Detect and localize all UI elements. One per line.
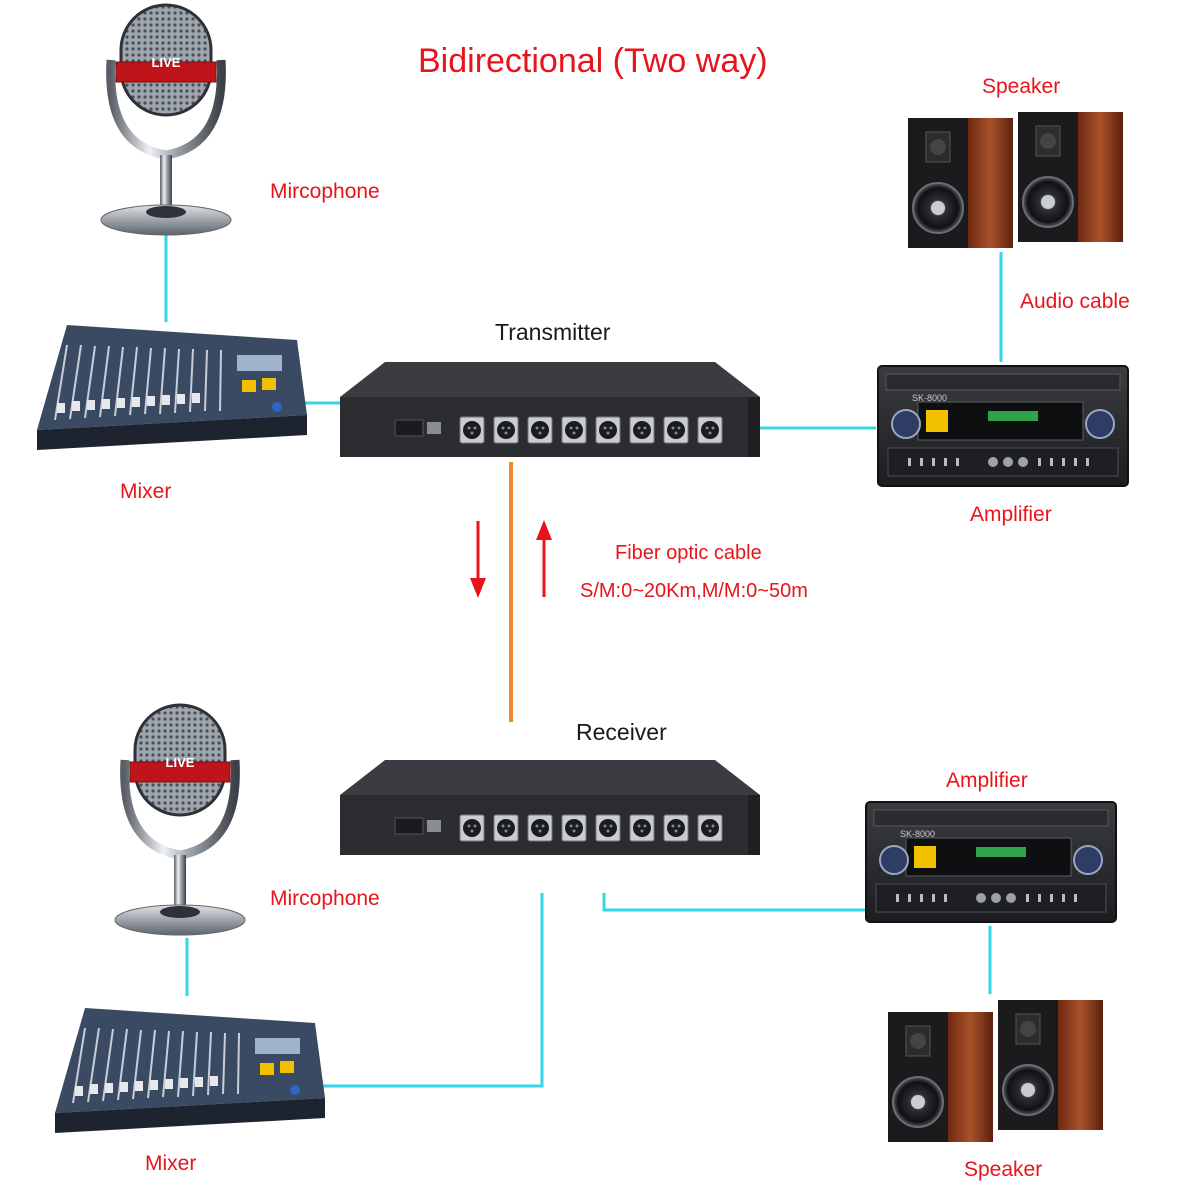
mixer-icon [54,1007,326,1134]
amplifier-icon [877,365,1129,487]
speaker-icon [907,117,1014,249]
transmitter-icon [340,362,760,457]
amplifier-icon [865,801,1117,923]
page-title: Bidirectional (Two way) [418,42,768,80]
label-fiber-distance: S/M:0~20Km,M/M:0~50m [580,580,808,602]
label-mixer-top: Mixer [120,480,172,503]
label-mixer-bottom: Mixer [145,1152,197,1175]
label-speaker-top: Speaker [982,75,1061,98]
mic-badge-bottom: LIVE [166,755,195,770]
speaker-icon [887,1011,994,1143]
label-receiver: Receiver [576,719,667,745]
label-fiber-cable: Fiber optic cable [615,542,762,564]
mixer-icon [36,324,308,451]
label-microphone-bottom: Mircophone [270,887,380,910]
up-arrow-icon [536,520,552,597]
receiver-icon [340,760,760,855]
mic-badge-top: LIVE [152,55,181,70]
label-transmitter: Transmitter [495,319,611,345]
speaker-icon [1017,111,1124,243]
audio-cables [164,230,1003,1088]
speaker-icon [997,999,1104,1131]
label-amplifier-bottom: Amplifier [946,769,1028,792]
label-amplifier-top: Amplifier [970,503,1052,526]
microphone-icon [115,705,245,935]
microphone-icon [101,5,231,235]
label-microphone-top: Mircophone [270,180,380,203]
label-audio-cable: Audio cable [1020,290,1130,313]
amp-model-top: SK-8000 [912,393,947,403]
down-arrow-icon [470,521,486,598]
amp-model-bottom: SK-8000 [900,829,935,839]
label-speaker-bottom: Speaker [964,1158,1043,1181]
